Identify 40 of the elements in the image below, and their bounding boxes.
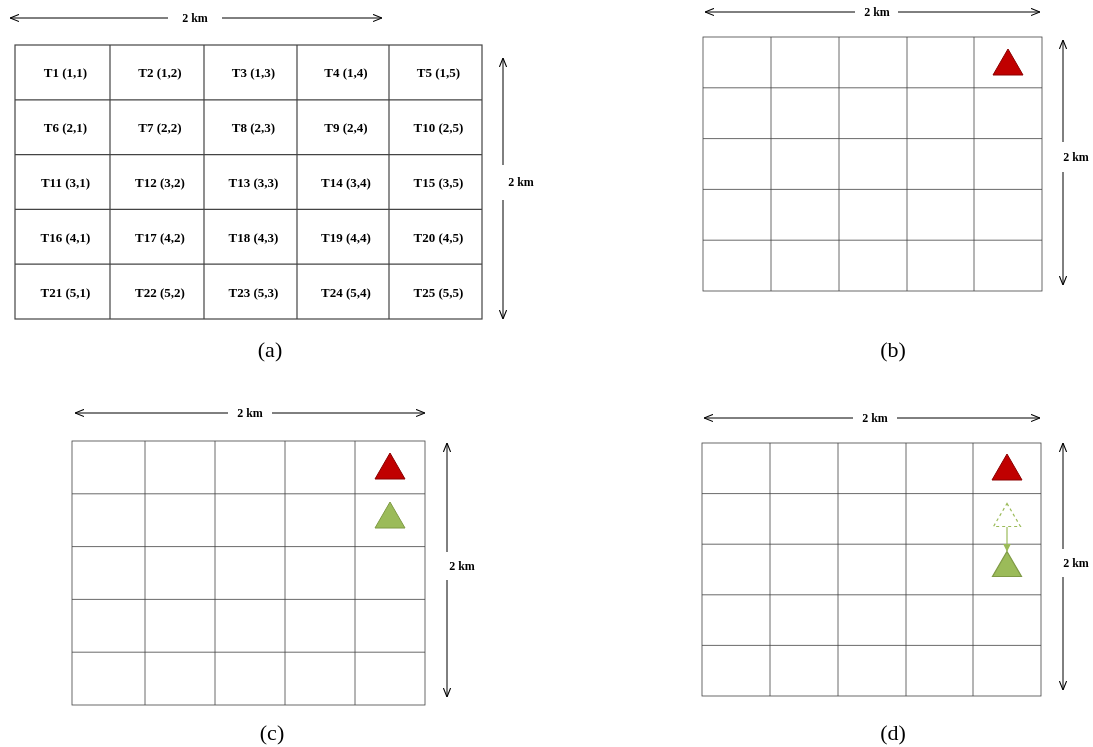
- dimension-label: 2 km: [864, 6, 890, 18]
- tile-label: T18 (4,3): [228, 230, 279, 244]
- tile-label: T20 (4,5): [413, 230, 464, 244]
- tile-label: T12 (3,2): [135, 175, 185, 189]
- tile-label: T25 (5,5): [413, 285, 464, 299]
- tile-label: T10 (2,5): [413, 120, 464, 134]
- arrow: [1003, 526, 1011, 552]
- tile-label: T7 (2,2): [138, 120, 182, 134]
- triangle-marker: [992, 551, 1022, 577]
- dimension-label: 2 km: [862, 412, 888, 424]
- triangle-marker: [993, 503, 1021, 527]
- panel-caption: (b): [880, 339, 906, 361]
- dimension-label: 2 km: [449, 560, 475, 572]
- tile-label: T5 (1,5): [416, 65, 461, 79]
- tile-label: T14 (3,4): [321, 175, 371, 189]
- panel-caption: (c): [259, 722, 285, 744]
- tile-label: T2 (1,2): [138, 65, 182, 79]
- panel-caption: (d): [880, 722, 906, 744]
- dimension-label: 2 km: [182, 12, 208, 24]
- tile-label: T6 (2,1): [43, 120, 88, 134]
- dimension-label: 2 km: [1063, 151, 1089, 163]
- dimension-label: 2 km: [1063, 557, 1089, 569]
- tile-label: T3 (1,3): [231, 65, 276, 79]
- tile-label: T1 (1,1): [43, 65, 88, 79]
- tile-label: T16 (4,1): [40, 230, 91, 244]
- tile-label: T17 (4,2): [135, 230, 185, 244]
- tile-label: T8 (2,3): [231, 120, 276, 134]
- tile-label: T21 (5,1): [40, 285, 91, 299]
- tile-label: T15 (3,5): [413, 175, 464, 189]
- tile-label: T24 (5,4): [321, 285, 371, 299]
- panel-caption: (a): [257, 339, 283, 361]
- dimension-label: 2 km: [237, 407, 263, 419]
- tile-label: T23 (5,3): [228, 285, 279, 299]
- tile-label: T11 (3,1): [40, 175, 91, 189]
- tile-label: T22 (5,2): [135, 285, 185, 299]
- tile-label: T13 (3,3): [228, 175, 279, 189]
- dimension-label: 2 km: [508, 176, 534, 188]
- tile-label: T9 (2,4): [324, 120, 368, 134]
- tile-label: T19 (4,4): [321, 230, 371, 244]
- tile-label: T4 (1,4): [324, 65, 368, 79]
